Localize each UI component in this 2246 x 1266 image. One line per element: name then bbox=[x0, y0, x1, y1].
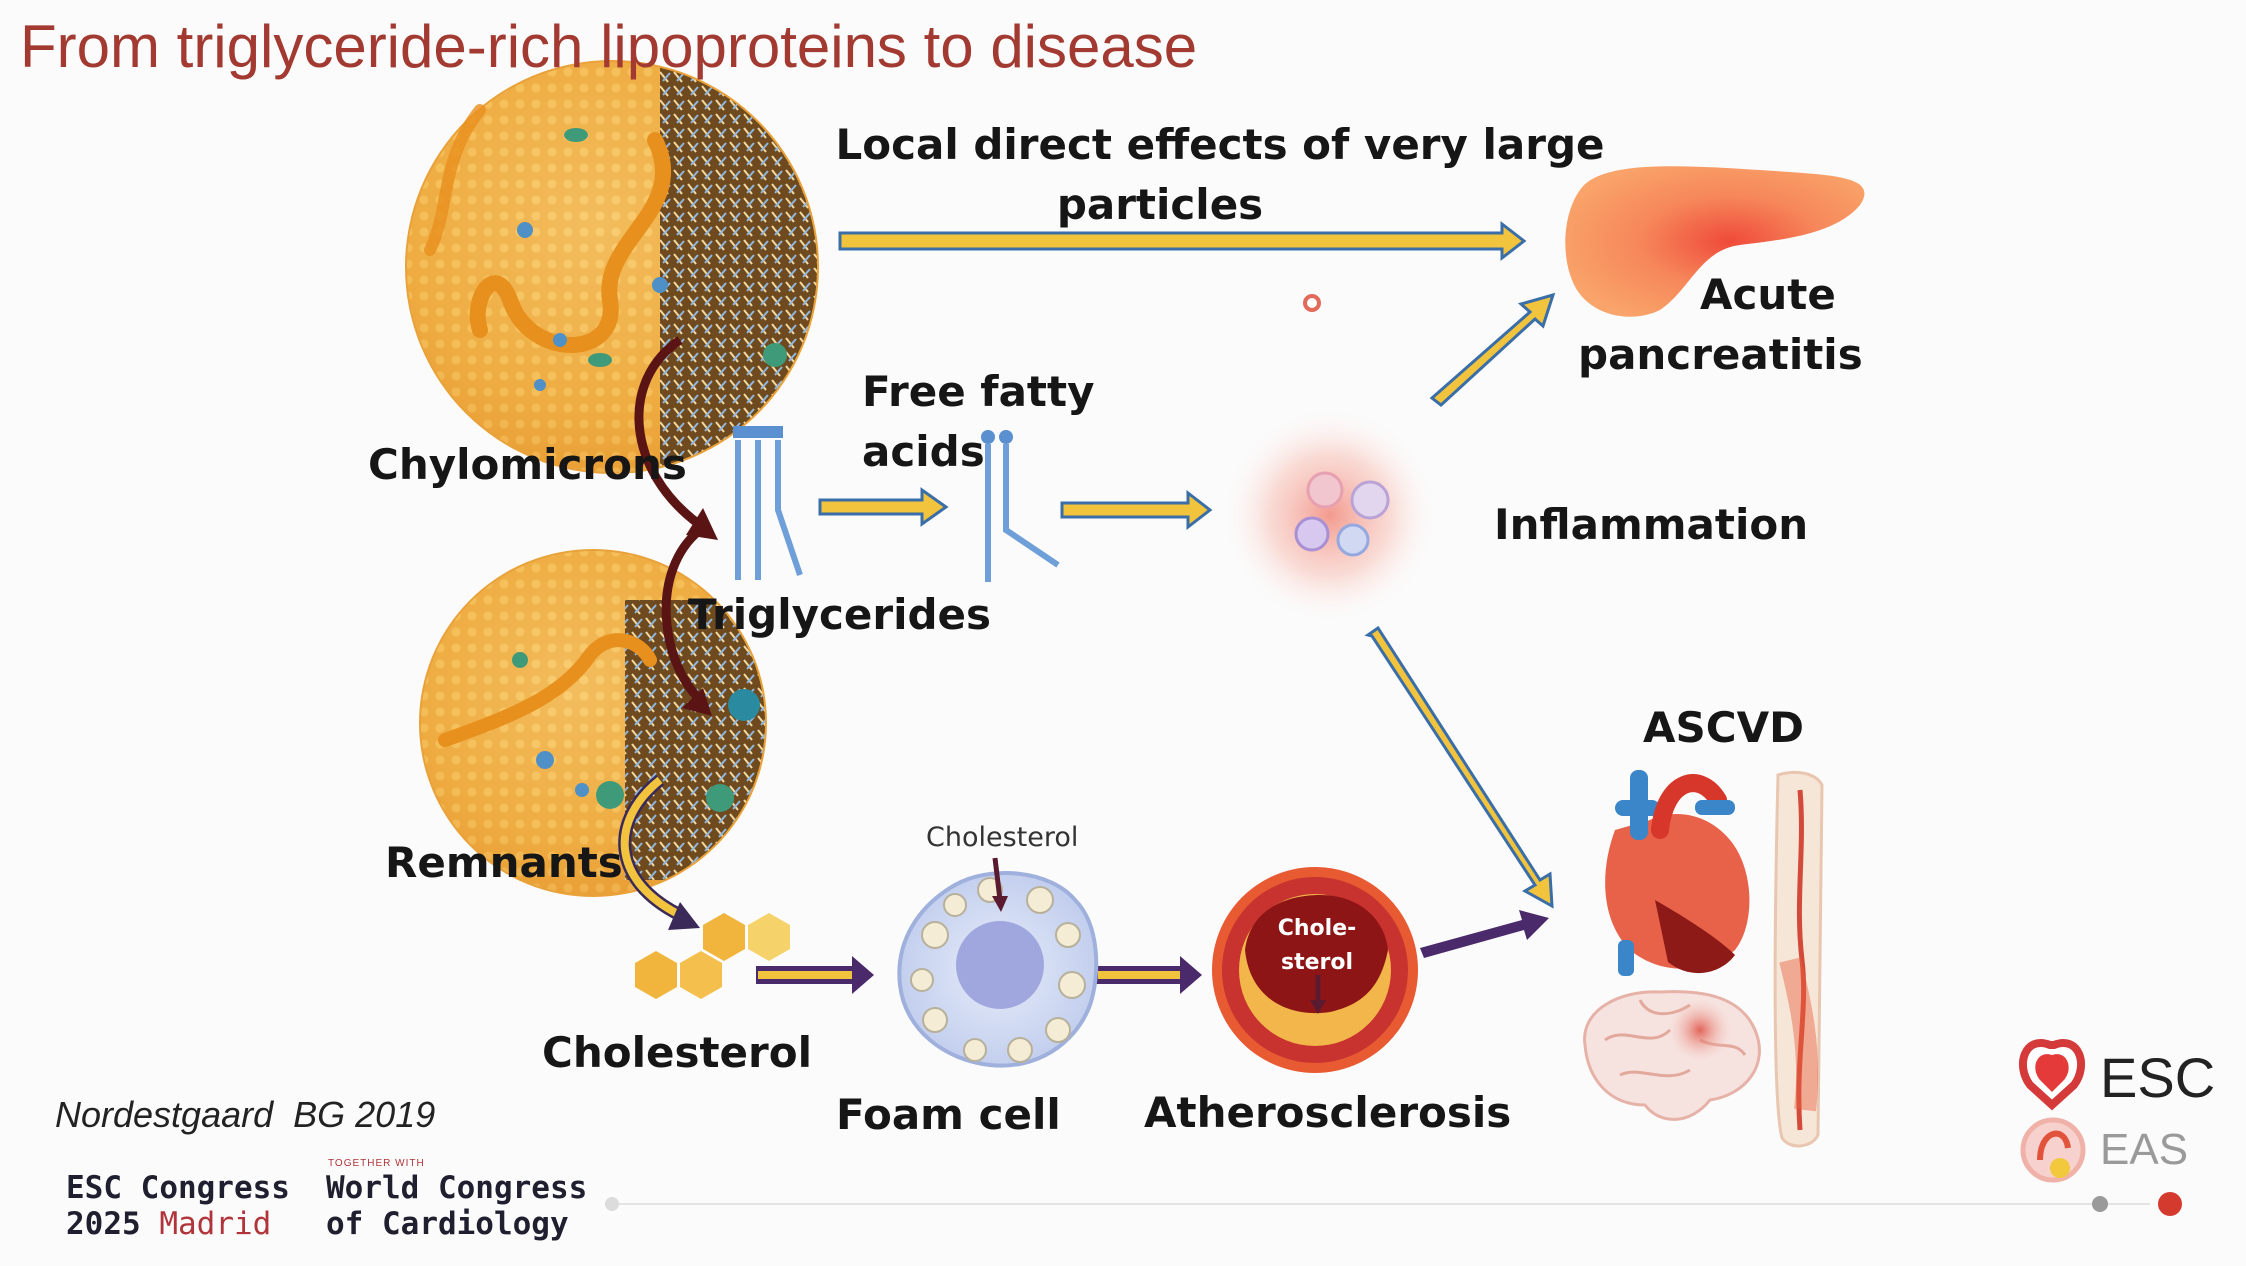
remnant-particle-image bbox=[419, 549, 767, 897]
remnant-to-cholesterol-arrow bbox=[618, 774, 700, 930]
plaque-label-line1: Chole- bbox=[1277, 916, 1357, 941]
local-effects-label-line2: particles bbox=[1056, 180, 1264, 229]
esc-badge-text: ESC bbox=[2100, 1046, 2216, 1109]
eas-logo-icon bbox=[2020, 1117, 2086, 1183]
atherosclerosis-label: Atherosclerosis bbox=[1144, 1088, 1512, 1137]
esc-congress-year: 2025 bbox=[66, 1206, 141, 1242]
leg-artery-image bbox=[1773, 771, 1824, 1148]
arrow-atherosclerosis-to-ascvd bbox=[1420, 910, 1549, 958]
chylomicron-particle-image bbox=[405, 60, 819, 474]
ffa-label-line1: Free fatty bbox=[862, 367, 1095, 416]
remnants-label: Remnants bbox=[385, 838, 623, 887]
brain-image bbox=[1583, 990, 1761, 1121]
triglyceride-molecule-icon bbox=[733, 426, 803, 580]
arrow-ffa-to-inflammation bbox=[1060, 489, 1213, 531]
acute-label-line1: Acute bbox=[1700, 270, 1836, 319]
world-congress-line1: World Congress bbox=[326, 1170, 588, 1206]
eas-badge-text: EAS bbox=[2100, 1125, 2189, 1174]
esc-congress-logo: ESC Congress 2025 Madrid bbox=[66, 1170, 290, 1242]
progress-timeline bbox=[605, 1192, 2182, 1216]
arrow-chylo-to-pancreatitis bbox=[838, 220, 1527, 262]
lipolysis-curve-arrow bbox=[634, 336, 718, 716]
world-congress-line2: of Cardiology bbox=[326, 1206, 569, 1242]
arrow-foamcell-to-atherosclerosis bbox=[1096, 956, 1202, 994]
cholesterol-hexagons-icon bbox=[635, 913, 790, 999]
arrow-cholesterol-to-foamcell bbox=[756, 956, 874, 994]
arrow-tg-to-ffa bbox=[818, 487, 949, 527]
acute-label-line2: pancreatitis bbox=[1578, 330, 1863, 379]
atherosclerosis-artery-image bbox=[1212, 867, 1418, 1073]
inflammation-label: Inflammation bbox=[1494, 500, 1809, 549]
esc-congress-line1: ESC Congress bbox=[66, 1170, 290, 1206]
together-with-label: TOGETHER WITH bbox=[328, 1158, 425, 1169]
local-effects-label-line1: Local direct effects of very large bbox=[835, 120, 1605, 169]
page-title: From triglyceride-rich lipoproteins to d… bbox=[20, 13, 1198, 80]
free-fatty-acid-molecule-icon bbox=[981, 430, 1060, 582]
ffa-label-line2: acids bbox=[862, 427, 985, 476]
citation: Nordestgaard BG 2019 bbox=[55, 1094, 436, 1135]
cholesterol-label: Cholesterol bbox=[542, 1028, 812, 1077]
pointer-dot bbox=[1303, 294, 1321, 312]
foam-cell-image bbox=[897, 857, 1099, 1068]
flow-arrows bbox=[756, 220, 1556, 994]
esc-congress-city: Madrid bbox=[159, 1206, 272, 1242]
triglycerides-label: Triglycerides bbox=[688, 590, 992, 639]
heart-image bbox=[1605, 770, 1750, 976]
esc-logo-icon bbox=[2018, 1039, 2086, 1111]
foam-cholesterol-label: Cholesterol bbox=[926, 822, 1079, 853]
world-congress-logo: World Congress of Cardiology bbox=[326, 1170, 587, 1242]
ascvd-label: ASCVD bbox=[1643, 703, 1804, 752]
arrow-inflammation-to-ascvd bbox=[1364, 625, 1554, 909]
foam-cell-label: Foam cell bbox=[836, 1090, 1061, 1139]
plaque-label-line2: sterol bbox=[1280, 950, 1354, 975]
arrow-inflammation-to-pancreatitis bbox=[1429, 292, 1556, 407]
pancreas-image bbox=[1303, 166, 1865, 317]
chylomicrons-label: Chylomicrons bbox=[368, 440, 687, 489]
esc-congress-line2: 2025 Madrid bbox=[66, 1206, 290, 1242]
inflammation-cells-image bbox=[1220, 405, 1440, 625]
